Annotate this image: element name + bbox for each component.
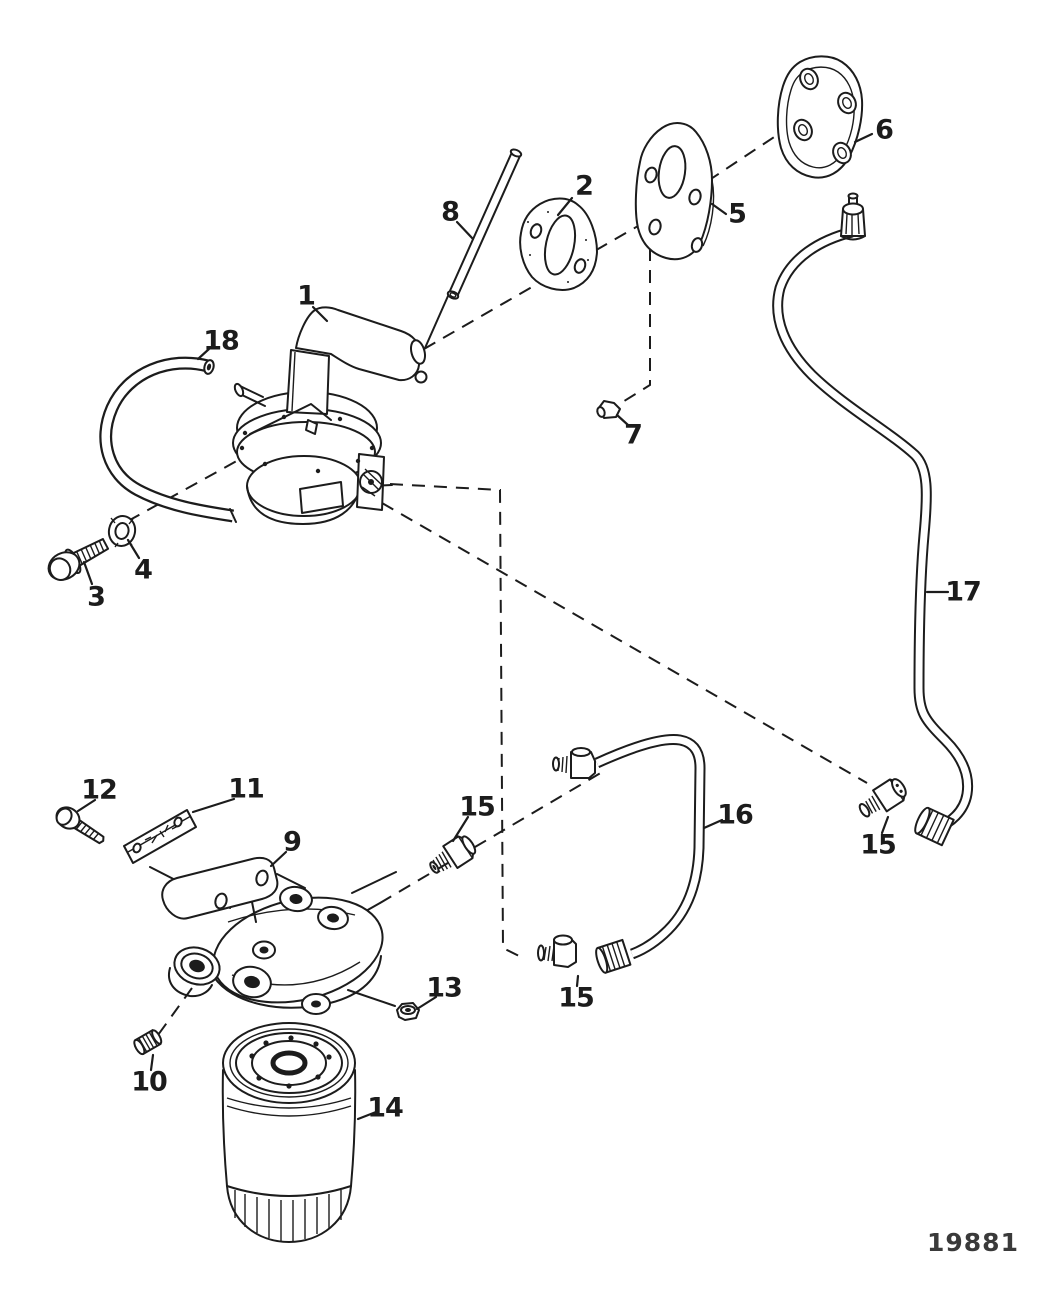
part-18-hose (99, 356, 237, 523)
leader-line-12 (76, 798, 97, 813)
part-label-7: 7 (624, 420, 642, 451)
leader-line-4 (126, 538, 141, 560)
part-label-17: 17 (945, 577, 981, 608)
figure-number: 19881 (927, 1228, 1019, 1257)
leader-line-15c (880, 815, 890, 835)
part-label-15c: 15 (860, 830, 896, 861)
line-17-top-fitting (840, 192, 866, 241)
leader-line-6 (853, 132, 874, 144)
part-10-plug (133, 1029, 163, 1056)
line-16-elbow-fitting (552, 747, 596, 779)
part-label-12: 12 (81, 775, 117, 806)
part-1-fuel-pump (232, 306, 428, 525)
part-label-18: 18 (203, 326, 239, 357)
filter-face-holes (249, 1035, 332, 1089)
part-label-1: 1 (297, 281, 315, 312)
part-16-fuel-line (552, 734, 706, 974)
pump-flange-bolts (239, 414, 375, 474)
part-8-push-rod (446, 148, 523, 300)
line-16-end-nut (595, 938, 632, 974)
part-label-15a: 15 (459, 792, 495, 823)
leader-line-9 (269, 850, 288, 868)
leader-line-7 (615, 413, 630, 427)
part-9-filter-bracket (161, 856, 384, 1015)
leader-line-1 (311, 305, 329, 323)
part-label-2: 2 (575, 171, 593, 202)
part-2-gasket (519, 197, 598, 291)
part-6-cover-plate (776, 55, 864, 179)
bracket-ports (173, 885, 349, 999)
part-15-fitting-elbow (537, 934, 577, 968)
part-13-nut (396, 1002, 420, 1021)
part-label-16: 16 (717, 800, 753, 831)
leader-line-18 (196, 347, 211, 361)
part-label-14: 14 (367, 1093, 403, 1124)
leader-line-15a (451, 815, 470, 843)
part-3-bolt (47, 538, 110, 582)
leader-line-2 (556, 196, 574, 217)
leader-line-3 (82, 560, 94, 586)
part-label-8: 8 (441, 197, 459, 228)
part-15-fitting-mid (429, 835, 477, 874)
leader-line-8 (455, 220, 475, 241)
part-7-fitting (596, 400, 621, 419)
leader-line-10 (149, 1053, 155, 1072)
leader-line-15b (575, 974, 580, 988)
line-17-end-fitting (914, 806, 955, 847)
part-4-washer (107, 515, 137, 548)
part-label-4: 4 (134, 555, 152, 586)
cover-bolt-bosses (793, 67, 857, 165)
part-5-spacer-plate (634, 122, 715, 261)
part-15-fitting-right (858, 778, 907, 818)
part-label-6: 6 (875, 115, 893, 146)
part-label-5: 5 (728, 199, 746, 230)
part-label-3: 3 (87, 582, 105, 613)
leader-line-13 (415, 995, 438, 1011)
part-label-10: 10 (131, 1067, 167, 1098)
part-label-13: 13 (426, 973, 462, 1004)
part-label-9: 9 (283, 827, 301, 858)
part-11-plate (123, 809, 197, 864)
leader-line-5 (710, 202, 728, 216)
part-label-15b: 15 (558, 983, 594, 1014)
leader-line-16 (702, 818, 724, 830)
leader-line-11 (191, 797, 236, 814)
part-12-screw (55, 806, 105, 845)
part-label-11: 11 (228, 774, 264, 805)
leader-line-14 (356, 1110, 378, 1121)
part-14-fuel-filter (221, 1022, 357, 1243)
part-17-fuel-line (772, 192, 974, 847)
